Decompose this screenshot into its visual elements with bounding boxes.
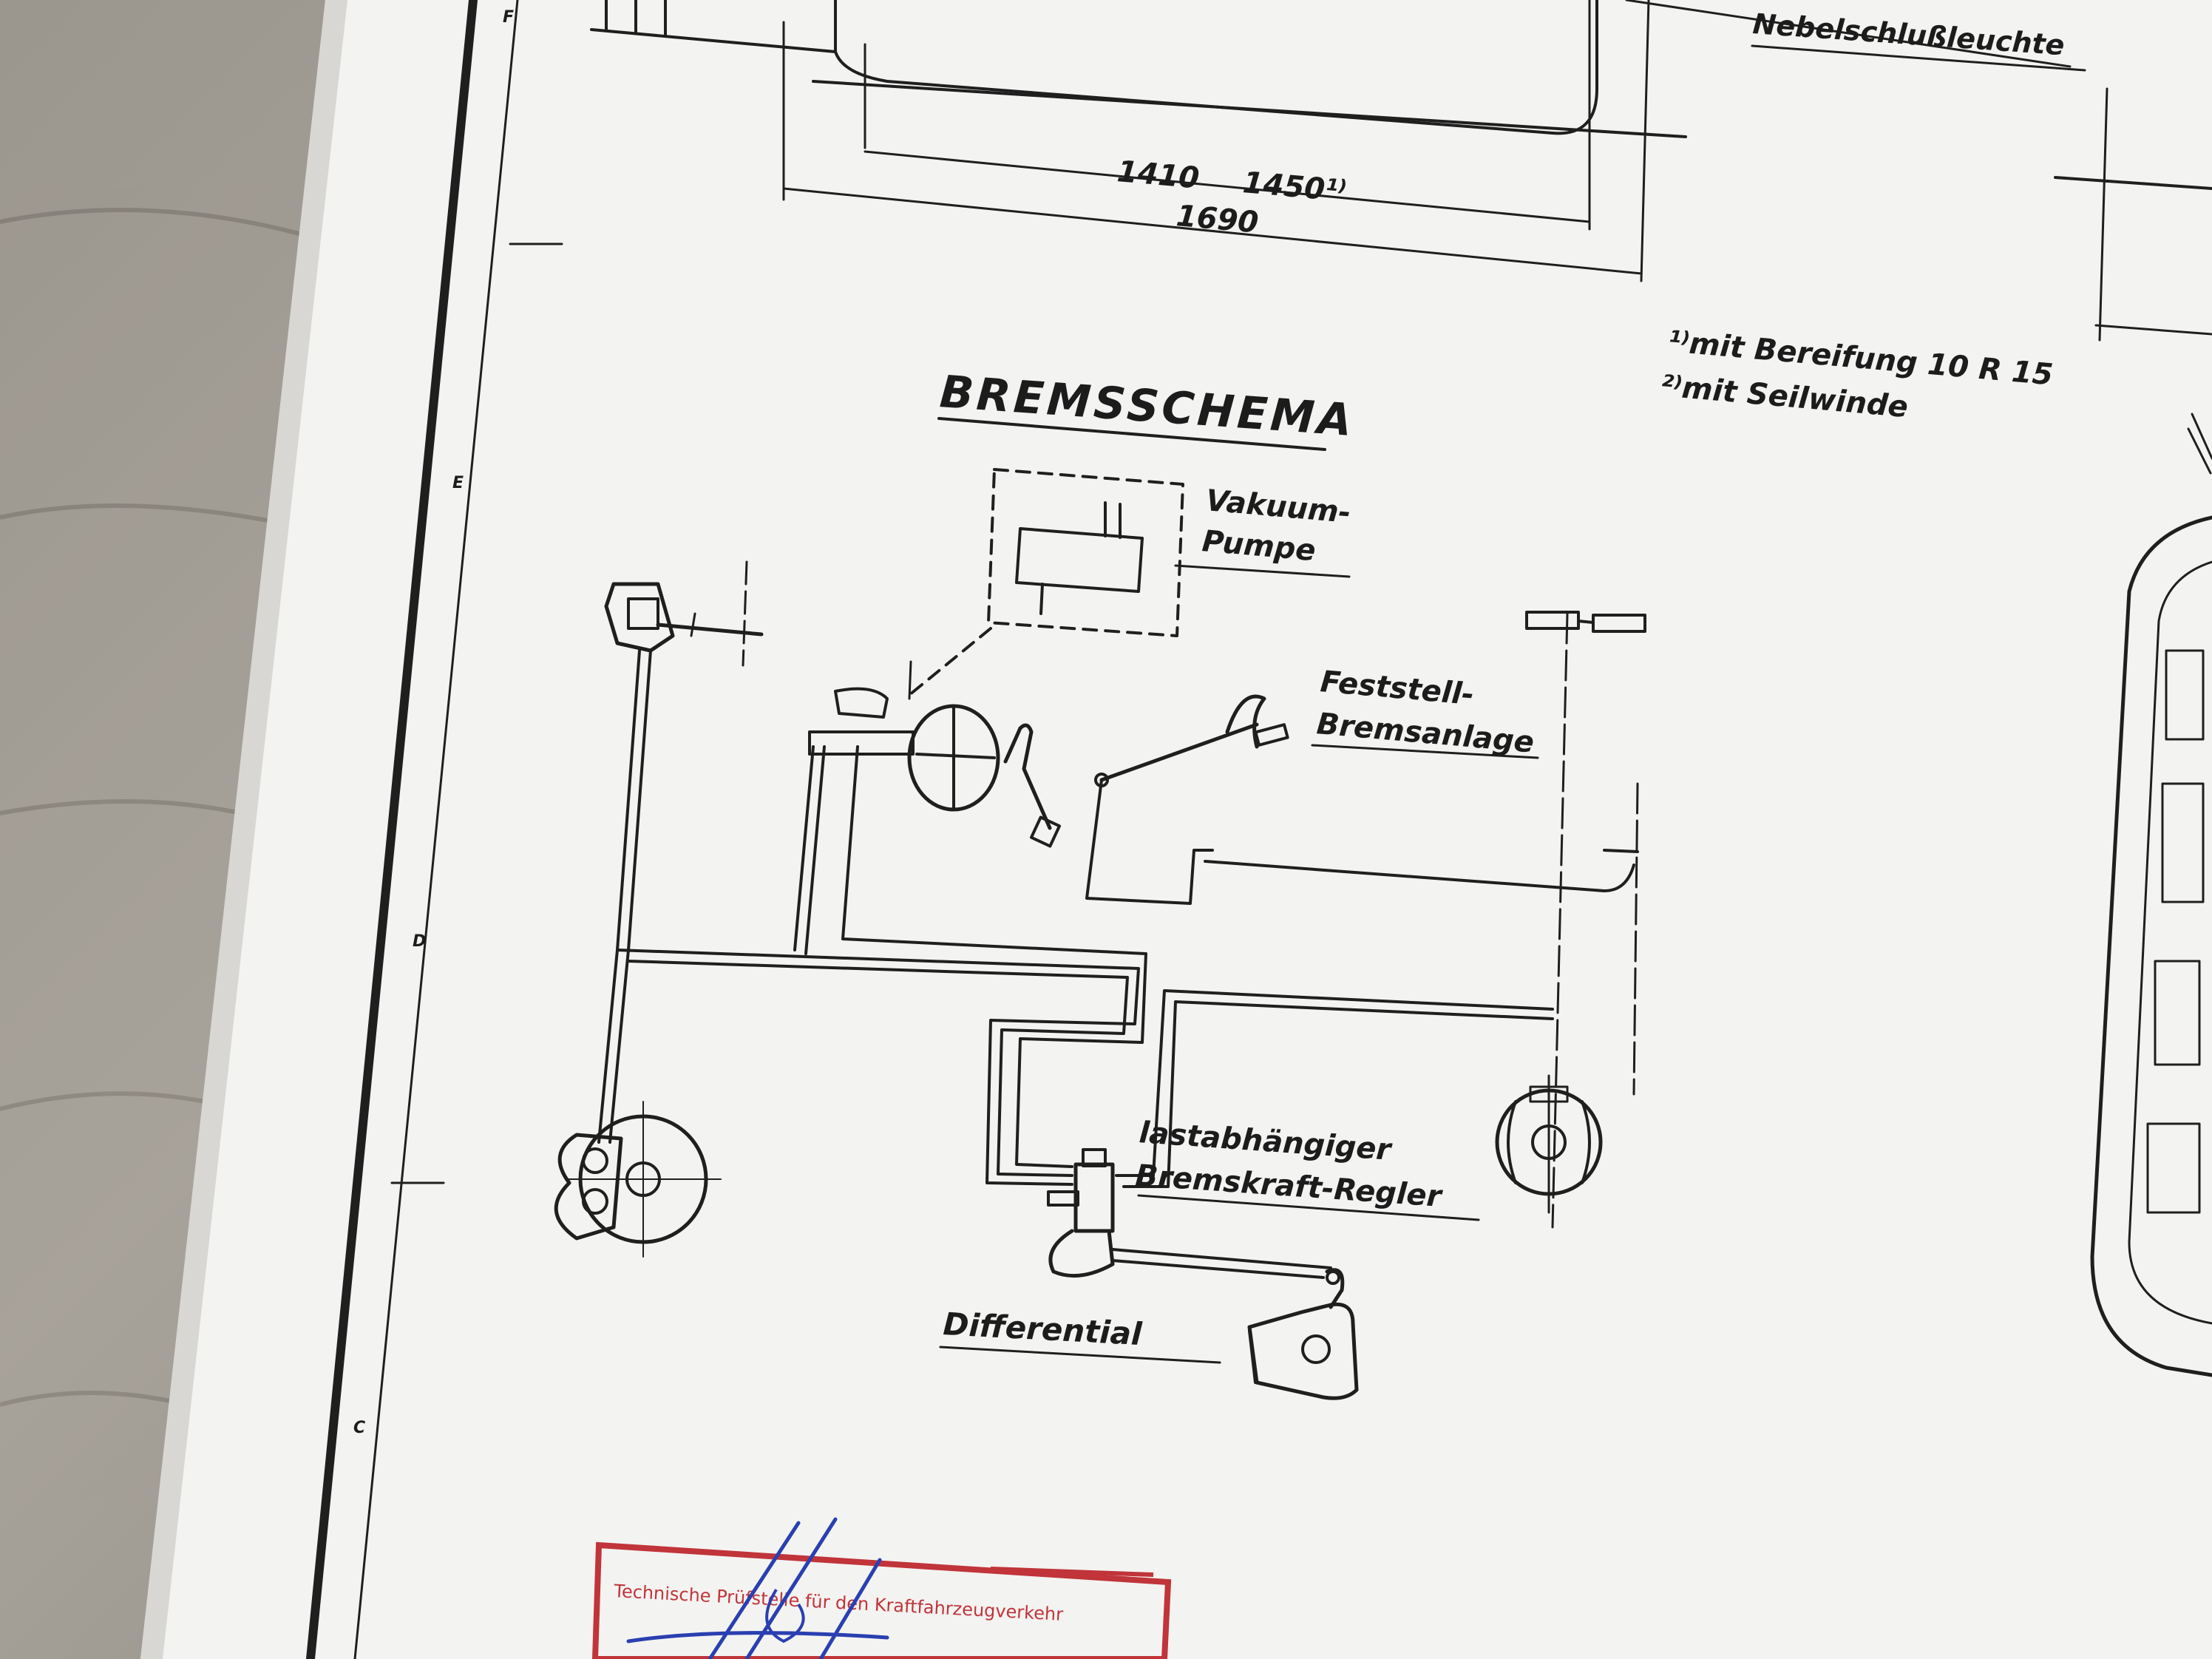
drawing-frame <box>306 0 563 1659</box>
parking-brake-leader <box>1311 744 1539 759</box>
vacuum-pump-leader <box>1174 564 1351 578</box>
handwritten-signature <box>626 1517 889 1659</box>
zone-letter-d: D <box>413 932 426 951</box>
title-underline <box>937 417 1326 451</box>
fog-light-underline <box>1751 44 2086 72</box>
drum-brake-rear <box>1495 1074 1603 1214</box>
master-cylinder-booster <box>808 660 1062 848</box>
vacuum-pump <box>908 468 1184 696</box>
disc-brake-front-left <box>554 1101 722 1258</box>
brake-force-regulator <box>1047 1148 1332 1279</box>
zone-letter-e: E <box>452 474 464 492</box>
brake-lines <box>597 649 1639 1188</box>
zone-letter-c: C <box>353 1419 365 1437</box>
parking-brake-lever <box>1094 694 1289 787</box>
vehicle-rear-view <box>590 0 2072 282</box>
rear-axle-top <box>1525 611 1646 1229</box>
vehicle-side-partial <box>2054 87 2212 1377</box>
dimension-inner: 1410 <box>1116 155 1201 196</box>
differential-housing <box>1247 1268 1359 1400</box>
zone-letter-f: F <box>503 8 514 27</box>
differential-underline <box>939 1346 1221 1364</box>
paper-sheet <box>140 0 2212 1659</box>
dimension-outer: 1690 <box>1175 199 1260 240</box>
regulator-leader <box>1137 1194 1480 1221</box>
paper-shadow <box>140 0 347 1659</box>
